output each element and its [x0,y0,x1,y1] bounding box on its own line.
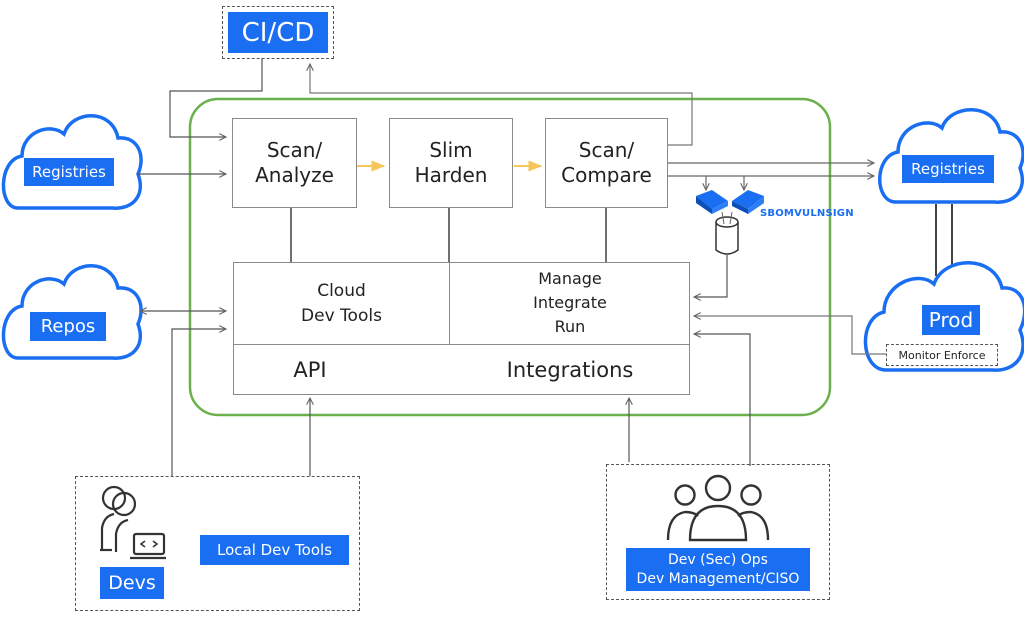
platform-divider-vertical [449,262,450,345]
ops-group-frame [606,464,830,600]
manage-integrate-run[interactable]: Manage Integrate Run [533,269,607,336]
cicd-frame [222,6,334,59]
database-icon [715,211,739,255]
team-icon [666,474,770,542]
stage-scan-compare[interactable]: Scan/ Compare [545,118,668,208]
stage-slim-harden[interactable]: Slim Harden [389,118,513,208]
monitor-enforce-label[interactable]: Monitor Enforce [886,344,998,366]
platform-divider-horizontal [233,344,690,345]
prod-label[interactable]: Prod [922,305,980,335]
devs-group-frame [75,476,360,611]
registries-source-label[interactable]: Registries [24,158,114,186]
devs-label[interactable]: Devs [100,567,164,599]
integrations[interactable]: Integrations [506,358,634,382]
platform-border [188,97,832,417]
repos-label[interactable]: Repos [30,312,106,341]
api[interactable]: API [293,358,327,382]
cloud-dev-tools[interactable]: Cloud Dev Tools [301,281,382,326]
cicd-label[interactable]: CI/CD [228,12,328,53]
container-icon [732,190,764,214]
artifacts-label: SBOMVULNSIGN [760,208,854,219]
developer-laptop-icon [100,485,166,560]
ops-label[interactable]: Dev (Sec) Ops Dev Management/CISO [626,548,810,591]
container-icon [696,190,728,214]
local-dev-tools-label[interactable]: Local Dev Tools [200,535,349,565]
registries-target-label[interactable]: Registries [902,155,994,183]
platform-block [233,262,690,395]
stage-scan-analyze[interactable]: Scan/ Analyze [232,118,357,208]
